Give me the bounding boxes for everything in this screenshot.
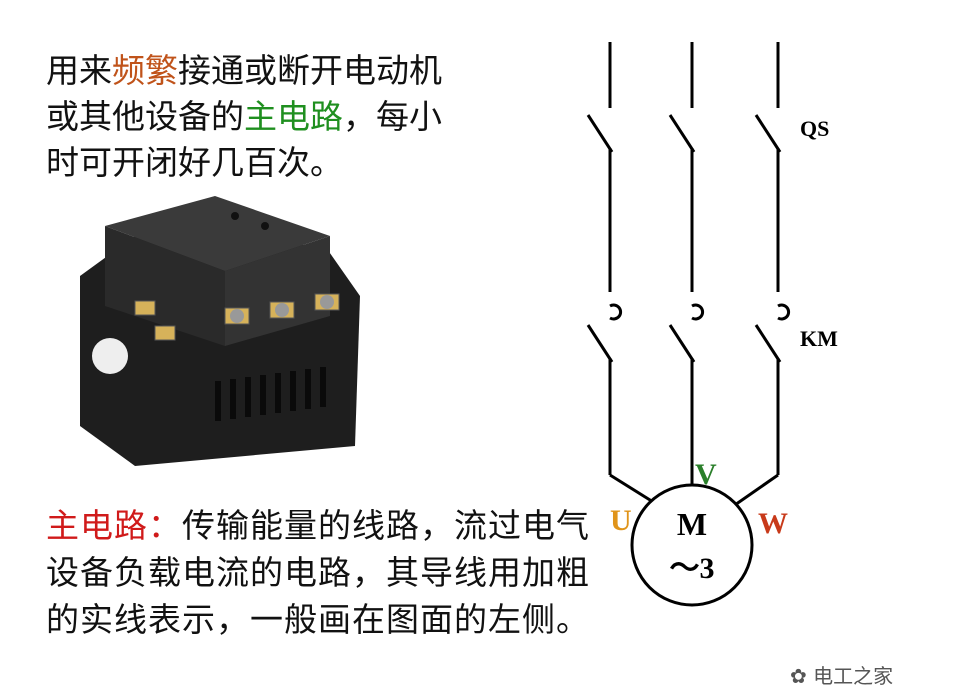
watermark: ✿ 电工之家 bbox=[790, 660, 893, 689]
intro-part: ，每小 bbox=[343, 97, 442, 136]
qs-label: QS bbox=[800, 116, 829, 141]
motor-label: M bbox=[677, 506, 707, 542]
description-heading: 主电路： bbox=[46, 506, 182, 545]
phase-v-label: V bbox=[695, 458, 717, 491]
intro-part: 用来 bbox=[46, 51, 112, 90]
main-circuit-description: 主电路：传输能量的线路，流过电气设备负载电流的电路，其导线用加粗的实线表示，一般… bbox=[46, 502, 606, 643]
intro-part: 接通或断开电动机 bbox=[178, 51, 442, 90]
wechat-icon: ✿ bbox=[790, 664, 807, 688]
phase-u-label: U bbox=[610, 504, 632, 537]
contactor-image bbox=[80, 196, 360, 466]
intro-highlight-main-circuit: 主电路 bbox=[244, 97, 343, 136]
phase-w-label: W bbox=[758, 507, 788, 540]
intro-text: 用来频繁接通或断开电动机 或其他设备的主电路，每小 时可开闭好几百次。 bbox=[46, 48, 516, 186]
motor-phase-label: ～3 bbox=[670, 552, 715, 585]
watermark-text: 电工之家 bbox=[813, 664, 894, 688]
intro-part: 时可开闭好几百次。 bbox=[46, 143, 343, 182]
intro-part: 或其他设备的 bbox=[46, 97, 244, 136]
intro-highlight-frequent: 频繁 bbox=[112, 51, 178, 90]
motor-symbol bbox=[630, 483, 754, 607]
circuit-diagram: M ～3 QS KM U V W bbox=[586, 42, 838, 607]
km-label: KM bbox=[800, 326, 838, 351]
description-body: 传输能量的线路，流过电气设备负载电流的电路，其导线用加粗的实线表示，一般画在图面… bbox=[46, 506, 590, 639]
